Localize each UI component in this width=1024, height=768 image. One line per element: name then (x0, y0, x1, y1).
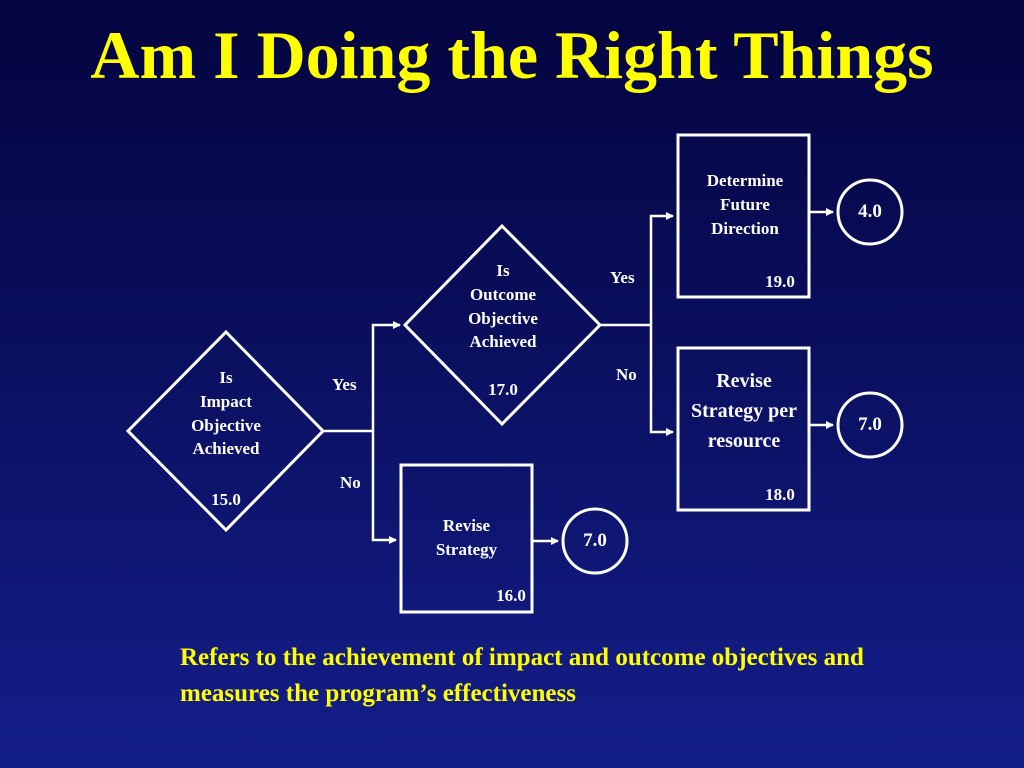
determine-future-number: 19.0 (765, 272, 795, 291)
impact-yes-label: Yes (332, 375, 357, 394)
resource-target-value: 7.0 (858, 414, 882, 435)
outcome-decision-diamond (402, 223, 603, 427)
impact-no-connector (371, 431, 397, 544)
revise-per-resource-label: Revise Strategy per resource (690, 370, 798, 452)
outcome-no-connector (649, 325, 674, 436)
strategy-target-value: 7.0 (583, 530, 607, 551)
revise-strategy-label: Revise Strategy (435, 516, 498, 559)
outcome-yes-label: Yes (610, 268, 635, 287)
determine-future-box (676, 133, 811, 299)
revise-per-resource-number: 18.0 (765, 485, 795, 504)
resource-target-circle (836, 391, 904, 459)
revise-per-resource-box (676, 346, 811, 512)
impact-yes-connector (371, 321, 401, 431)
impact-decision-number: 15.0 (211, 490, 241, 509)
future-target-circle (836, 178, 904, 246)
outcome-yes-connector (649, 212, 674, 325)
outcome-decision-number: 17.0 (488, 380, 518, 399)
slide-title: Am I Doing the Right Things (90, 17, 934, 93)
impact-decision-diamond (125, 329, 326, 533)
strategy-target-circle (561, 507, 629, 575)
impact-no-label: No (340, 473, 361, 492)
determine-future-label: Determine Future Direction (706, 171, 784, 238)
impact-decision-label: Is Impact Objective Achieved (191, 368, 261, 459)
revise-strategy-number: 16.0 (496, 586, 526, 605)
slide-caption: Refers to the achievement of impact and … (180, 644, 864, 708)
outcome-no-label: No (616, 365, 637, 384)
future-target-value: 4.0 (858, 201, 882, 222)
outcome-decision-label: Is Outcome Objective Achieved (468, 261, 538, 352)
revise-strategy-box (399, 463, 534, 614)
